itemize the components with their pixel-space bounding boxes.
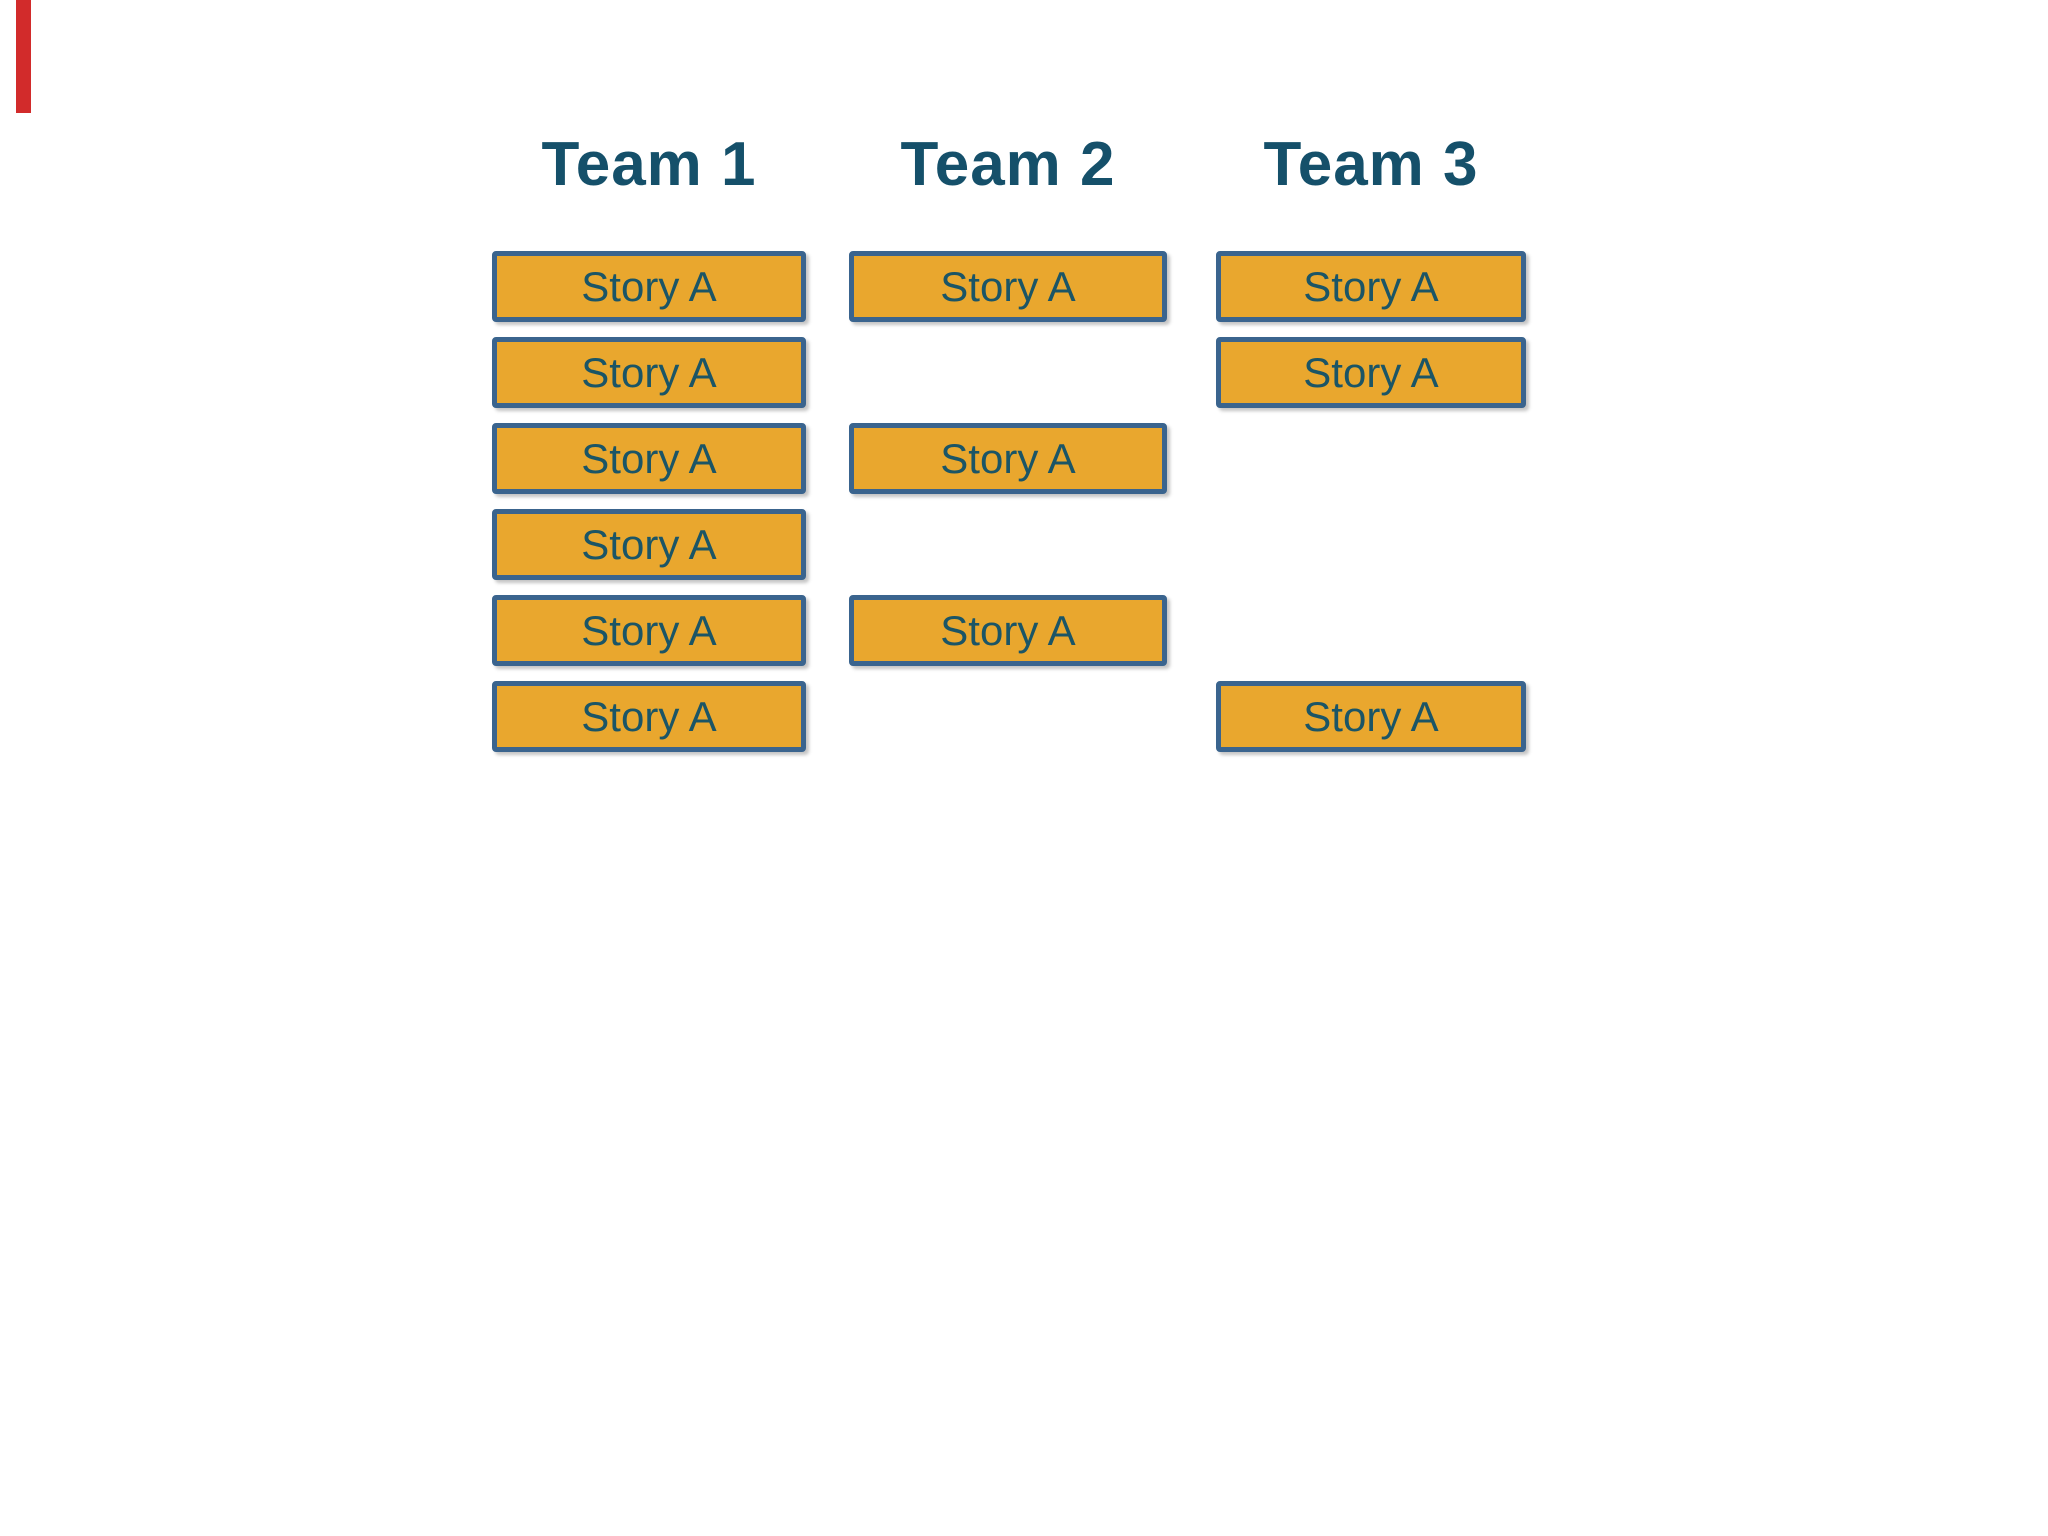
story-card-team-3-row-1: Story A <box>1216 251 1526 322</box>
column-header-team-1: Team 1 <box>541 130 757 199</box>
story-card-team-1-row-1: Story A <box>492 251 806 322</box>
story-card-team-1-row-3: Story A <box>492 423 806 494</box>
story-card-team-3-row-2: Story A <box>1216 337 1526 408</box>
column-header-team-3: Team 3 <box>1263 130 1479 199</box>
story-card-team-2-row-1: Story A <box>849 251 1167 322</box>
story-card-team-1-row-4: Story A <box>492 509 806 580</box>
story-card-team-1-row-5: Story A <box>492 595 806 666</box>
story-card-team-2-row-3: Story A <box>849 423 1167 494</box>
story-card-team-3-row-6: Story A <box>1216 681 1526 752</box>
story-card-team-1-row-6: Story A <box>492 681 806 752</box>
story-card-team-1-row-2: Story A <box>492 337 806 408</box>
column-header-team-2: Team 2 <box>900 130 1116 199</box>
story-card-team-2-row-5: Story A <box>849 595 1167 666</box>
red-edge-marker <box>16 0 31 113</box>
